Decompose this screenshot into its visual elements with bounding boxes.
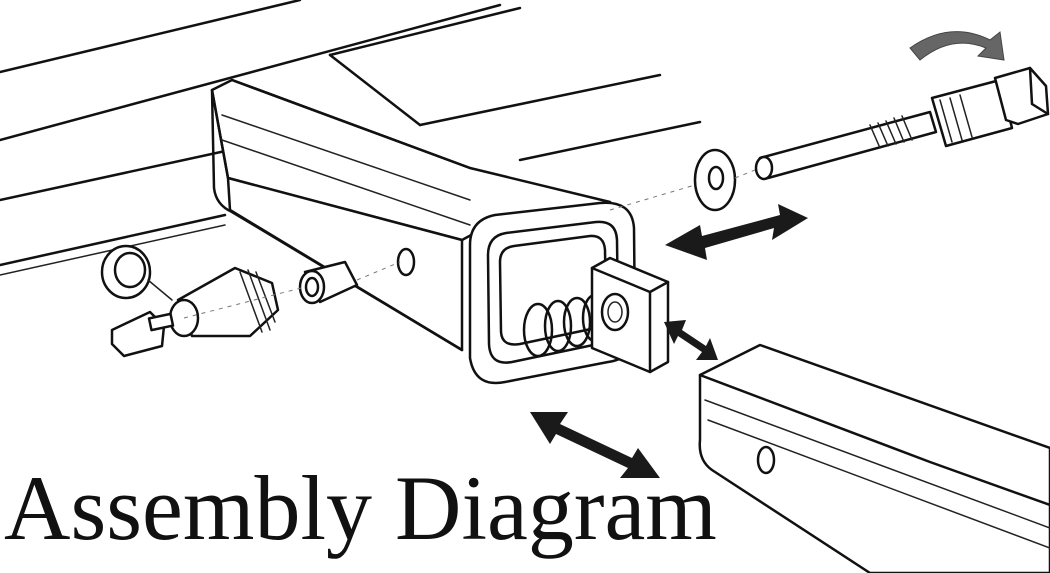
rotate-arrow-icon [909, 31, 1005, 61]
spacer-sleeve [298, 260, 359, 305]
diagram-caption: Assembly Diagram [4, 457, 717, 559]
hitch-bar [698, 343, 1050, 573]
threaded-hitch-pin [754, 66, 1050, 181]
key-lock [110, 266, 280, 358]
double-arrow-icon [664, 320, 718, 360]
double-arrow-icon [665, 204, 808, 260]
lock-cap [100, 244, 173, 301]
double-arrow-icon [530, 412, 660, 478]
pin-block [590, 256, 670, 374]
washer [693, 148, 737, 212]
alignment-lines [183, 169, 756, 319]
vehicle-frame-rails [0, 0, 702, 276]
